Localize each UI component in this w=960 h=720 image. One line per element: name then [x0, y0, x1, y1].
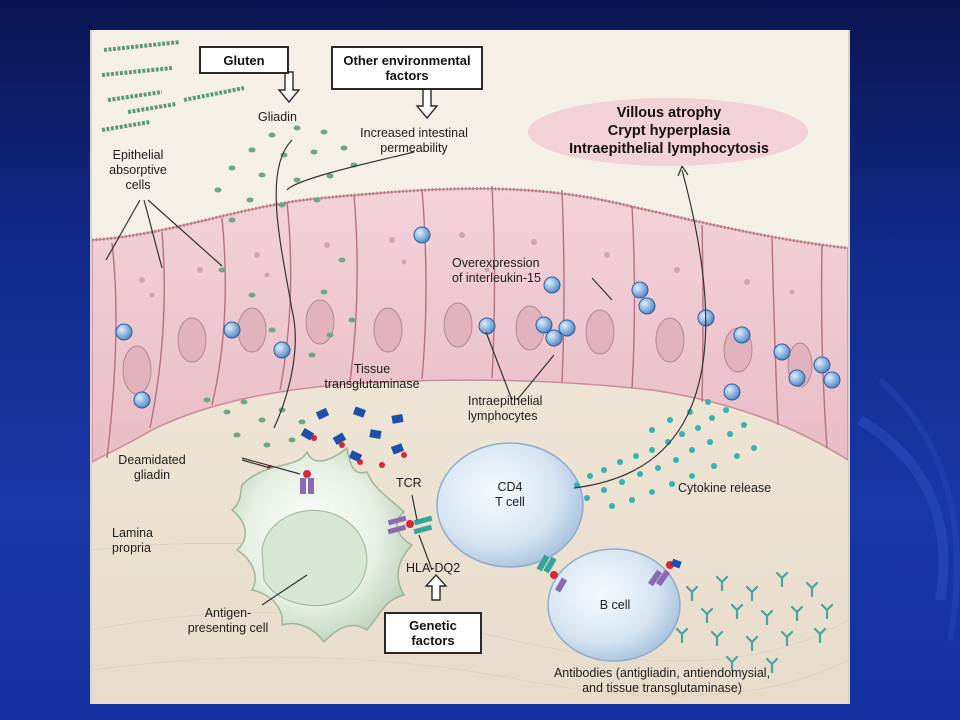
- intraepithelial-lymphocytes: [115, 226, 841, 409]
- clinical-outcomes: Villous atrophy Crypt hyperplasia Intrae…: [528, 104, 810, 158]
- tissue-transglutaminase-molecules: [300, 406, 405, 463]
- genetic-factors-line1: Genetic: [409, 618, 457, 633]
- t-cell-b-cell-complex: [536, 554, 568, 593]
- tcr-label: TCR: [396, 476, 422, 490]
- diagram-artwork: [92, 40, 848, 704]
- gluten-box-label: Gluten: [223, 52, 265, 68]
- cytokine-particles: [574, 399, 757, 509]
- genetic-arrow: [424, 573, 448, 601]
- leader-lines: [105, 199, 613, 606]
- gliadin-label: Gliadin: [258, 110, 297, 124]
- tcr-hla-dq2-complex: [387, 515, 433, 535]
- gluten-box: Gluten: [199, 46, 289, 74]
- outcome-villous-atrophy: Villous atrophy: [616, 105, 722, 121]
- environment-arrow: [415, 87, 439, 120]
- antigen-presenting-cell-label: Antigen-presenting cell: [187, 606, 269, 635]
- environmental-factors-line1: Other environmental: [343, 53, 471, 68]
- antibodies-label: Antibodies (antigliadin, antiendomysial,…: [553, 666, 771, 695]
- b-cell-receptor: [647, 558, 682, 587]
- cd4-t-cell: [436, 442, 584, 568]
- antibody-molecules: [675, 571, 834, 674]
- celiac-pathogenesis-diagram: Gluten Other environmental factors Genet…: [90, 30, 850, 704]
- gluten-fibers: [101, 40, 245, 132]
- outcome-crypt-hyperplasia: Crypt hyperplasia: [607, 123, 731, 139]
- gliadin-particles: [203, 125, 358, 448]
- outcome-intraepithelial-lymphocytosis: Intraepithelial lymphocytosis: [569, 141, 769, 157]
- mhc-gliadin-complex-apc-top: [300, 470, 314, 494]
- outcome-halo: [528, 98, 808, 166]
- hla-dq2-label: HLA-DQ2: [406, 561, 461, 575]
- cytokine-to-atrophy-arrow: [573, 169, 707, 489]
- environmental-factors-box: Other environmental factors: [331, 46, 483, 90]
- genetic-factors-line2: factors: [411, 633, 455, 648]
- gluten-arrow: [277, 71, 301, 104]
- apc-nucleus: [261, 509, 368, 607]
- genetic-factors-box: Genetic factors: [384, 612, 482, 654]
- cytokine-release-label: Cytokine release: [678, 481, 772, 495]
- b-cell: [547, 548, 681, 662]
- b-cell-label: B cell: [599, 598, 631, 612]
- environmental-factors-line2: factors: [385, 68, 429, 83]
